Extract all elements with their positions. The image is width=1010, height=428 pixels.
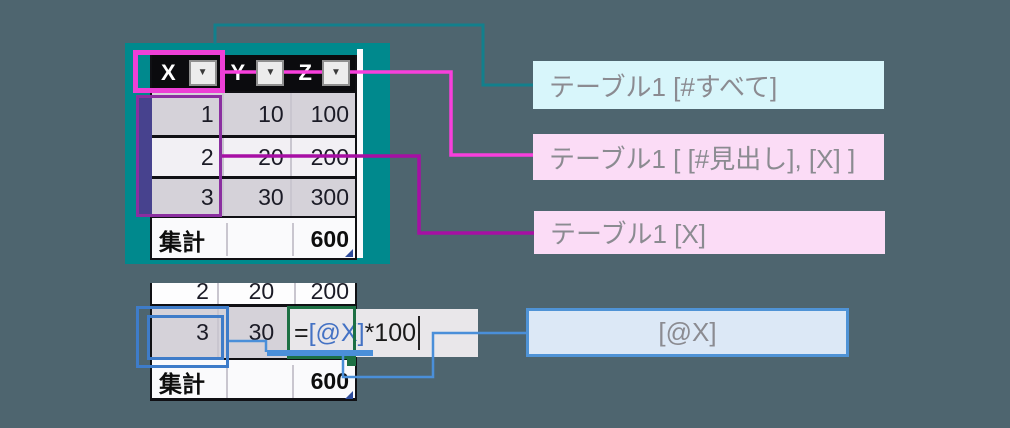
total-empty-cell[interactable]: [226, 365, 292, 398]
total-row: 集計 600: [152, 365, 355, 398]
header-label-x: X: [161, 60, 176, 85]
column-header-y[interactable]: Y ▼: [222, 55, 290, 91]
column-x-data-outline: [136, 95, 222, 217]
partial-row: 2 20 200: [152, 283, 355, 304]
column-header-x[interactable]: X ▼: [152, 55, 222, 91]
fill-handle[interactable]: [347, 357, 356, 366]
cell-partial-x[interactable]: 2: [196, 283, 209, 304]
cell-partial-z[interactable]: 200: [294, 283, 355, 304]
cell-r1-z[interactable]: 100: [289, 93, 355, 135]
total-empty-cell[interactable]: [226, 223, 292, 256]
label-table1-headers-x: テーブル1 [ [#見出し], [X] ]: [533, 134, 884, 180]
filter-dropdown-x-icon[interactable]: ▼: [188, 60, 217, 86]
formula-equals: =: [294, 318, 309, 347]
cell-partial-y[interactable]: 20: [216, 283, 294, 304]
active-cell-border: [287, 306, 356, 359]
cell-r3-y[interactable]: 30: [221, 179, 290, 216]
label-at-x: [@X]: [526, 308, 849, 357]
row-separator: [152, 304, 355, 307]
label-table1-x: テーブル1 [X]: [534, 211, 885, 254]
referenced-cell-outline: [136, 306, 229, 368]
formula-operand: *100: [364, 318, 417, 347]
total-row: 集計 600: [152, 223, 355, 256]
total-label-cell[interactable]: 集計: [159, 370, 205, 397]
label-text: [@X]: [658, 317, 717, 347]
column-header-z[interactable]: Z ▼: [289, 55, 355, 91]
total-label-cell[interactable]: 集計: [159, 228, 205, 255]
label-table1-all: テーブル1 [#すべて]: [533, 61, 884, 109]
header-label-z: Z: [298, 60, 312, 85]
cell-r1-x[interactable]: 1: [200, 100, 214, 127]
label-text: テーブル1 [X]: [550, 219, 706, 249]
table-resize-handle[interactable]: [345, 249, 353, 257]
filter-dropdown-z-icon[interactable]: ▼: [322, 60, 350, 86]
cell-b3-x[interactable]: 3: [196, 319, 209, 345]
table-resize-handle[interactable]: [345, 391, 353, 399]
label-text: テーブル1 [ [#見出し], [X] ]: [549, 143, 856, 174]
cell-r2-y[interactable]: 20: [221, 138, 290, 176]
cell-r3-x[interactable]: 3: [200, 184, 214, 210]
label-text: テーブル1 [#すべて]: [549, 71, 778, 102]
text-cursor: [418, 316, 421, 350]
cell-r3-z[interactable]: 300: [289, 179, 355, 216]
filter-dropdown-y-icon[interactable]: ▼: [256, 60, 285, 86]
header-label-y: Y: [230, 60, 246, 85]
column-x-highlight-strip: [137, 96, 152, 215]
adjacent-column-strip: [357, 49, 363, 258]
cell-r2-z[interactable]: 200: [289, 138, 355, 176]
cell-r2-x[interactable]: 2: [200, 143, 214, 170]
cell-r1-y[interactable]: 10: [221, 93, 290, 135]
referenced-cell-highlight: [147, 315, 224, 360]
